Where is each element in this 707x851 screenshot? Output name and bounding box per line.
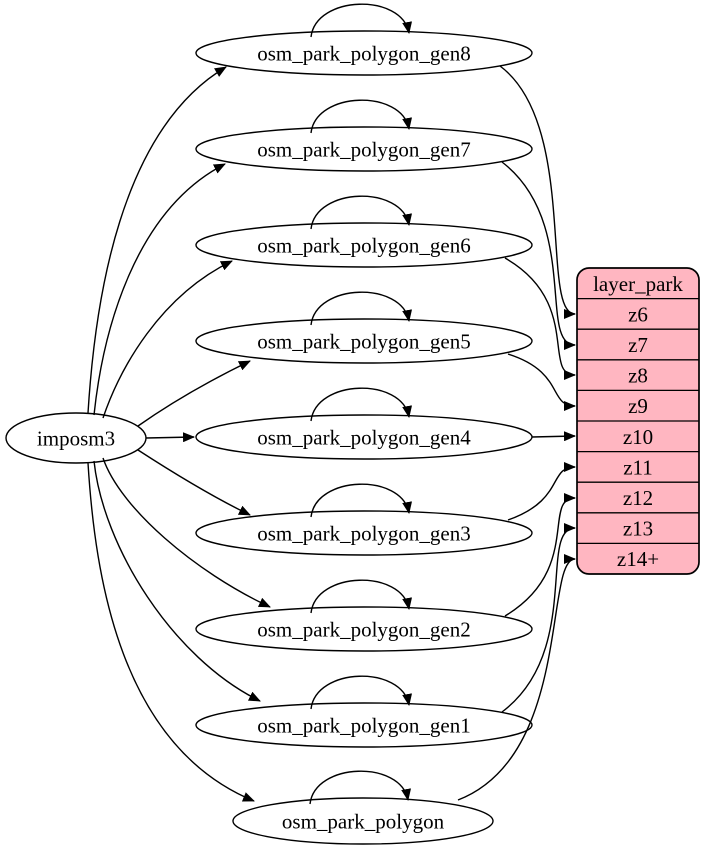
edge-osm_park_polygon_gen4-to-row-z10 xyxy=(531,431,576,442)
record-layer: layer_park z6 z7 z8 z9 z10 z11 z12 z13 z14+ xyxy=(576,267,700,575)
edge-imposm3-to-osm_park_polygon_gen6 xyxy=(102,260,233,419)
self-loop-osm_park_polygon_gen8 xyxy=(310,3,413,38)
node-osm_park_polygon_gen5: osm_park_polygon_gen5 xyxy=(195,318,533,364)
node-osm_park_polygon_gen4: osm_park_polygon_gen4 xyxy=(195,414,533,460)
self-loop-osm_park_polygon_gen2 xyxy=(310,579,413,614)
node-osm_park_polygon_gen3: osm_park_polygon_gen3 xyxy=(195,510,533,556)
node-label-osm_park_polygon_gen7: osm_park_polygon_gen7 xyxy=(257,138,470,162)
nodes-layer: osm_park_polygon_gen8 osm_park_polygon_ge… xyxy=(5,30,533,845)
self-loop-osm_park_polygon_gen1 xyxy=(310,675,413,710)
self-loop-osm_park_polygon_gen4 xyxy=(310,387,413,422)
node-label-osm_park_polygon_gen6: osm_park_polygon_gen6 xyxy=(257,234,470,258)
record-row-label-z12: z12 xyxy=(623,486,653,510)
node-label-osm_park_polygon: osm_park_polygon xyxy=(282,810,445,834)
node-osm_park_polygon_gen7: osm_park_polygon_gen7 xyxy=(195,126,533,172)
self-loop-osm_park_polygon_gen3 xyxy=(310,483,413,518)
edge-imposm3-to-osm_park_polygon_gen3 xyxy=(137,449,251,516)
record-title: layer_park xyxy=(593,272,683,296)
node-ellipse-osm_park_polygon_gen8 xyxy=(195,30,533,76)
node-ellipse-osm_park_polygon_gen1 xyxy=(195,702,533,748)
node-osm_park_polygon_gen8: osm_park_polygon_gen8 xyxy=(195,30,533,76)
edge-imposm3-to-osm_park_polygon_gen4 xyxy=(145,432,195,443)
record-row-label-z14+: z14+ xyxy=(617,547,659,571)
node-osm_park_polygon_gen2: osm_park_polygon_gen2 xyxy=(195,606,533,652)
edge-osm_park_polygon_gen7-to-row-z7 xyxy=(501,161,576,350)
edge-imposm3-to-osm_park_polygon_gen7 xyxy=(93,163,226,416)
node-label-osm_park_polygon_gen4: osm_park_polygon_gen4 xyxy=(257,426,471,450)
record-row-label-z6: z6 xyxy=(628,302,648,326)
node-osm_park_polygon_gen6: osm_park_polygon_gen6 xyxy=(195,222,533,268)
node-label-osm_park_polygon_gen3: osm_park_polygon_gen3 xyxy=(257,522,470,546)
node-label-imposm3: imposm3 xyxy=(37,427,115,451)
node-osm_park_polygon_gen1: osm_park_polygon_gen1 xyxy=(195,702,533,748)
edge-osm_park_polygon_gen1-to-row-z13 xyxy=(501,523,576,713)
edge-imposm3-to-osm_park_polygon xyxy=(87,462,255,802)
record-row-label-z10: z10 xyxy=(623,425,653,449)
edge-imposm3-to-osm_park_polygon_gen2 xyxy=(102,457,271,608)
edges-layer xyxy=(87,3,576,805)
self-loop-osm_park_polygon xyxy=(309,770,412,805)
edge-osm_park_polygon_gen8-to-row-z6 xyxy=(499,65,576,319)
self-loop-osm_park_polygon_gen7 xyxy=(310,99,413,134)
record-row-label-z11: z11 xyxy=(623,455,653,479)
self-loop-osm_park_polygon_gen6 xyxy=(310,195,413,230)
node-label-osm_park_polygon_gen1: osm_park_polygon_gen1 xyxy=(257,714,470,738)
edge-osm_park_polygon_gen5-to-row-z9 xyxy=(507,353,576,411)
record-row-label-z7: z7 xyxy=(628,333,648,357)
record-row-label-z9: z9 xyxy=(628,394,648,418)
node-ellipse-osm_park_polygon_gen2 xyxy=(195,606,533,652)
node-ellipse-osm_park_polygon_gen3 xyxy=(195,510,533,556)
edge-osm_park_polygon_gen6-to-row-z8 xyxy=(504,257,576,380)
node-label-osm_park_polygon_gen5: osm_park_polygon_gen5 xyxy=(257,330,470,354)
self-loop-osm_park_polygon_gen5 xyxy=(310,291,413,326)
record-row-label-z13: z13 xyxy=(623,517,653,541)
record-row-label-z8: z8 xyxy=(628,364,648,388)
edge-osm_park_polygon_gen3-to-row-z11 xyxy=(507,462,576,521)
node-ellipse-osm_park_polygon xyxy=(232,797,494,845)
node-label-osm_park_polygon_gen2: osm_park_polygon_gen2 xyxy=(257,618,470,642)
edge-osm_park_polygon-to-row-z14+ xyxy=(457,554,576,801)
node-ellipse-osm_park_polygon_gen6 xyxy=(195,222,533,268)
edge-osm_park_polygon_gen2-to-row-z12 xyxy=(504,493,576,617)
node-osm_park_polygon: osm_park_polygon xyxy=(232,797,494,845)
edge-imposm3-to-osm_park_polygon_gen5 xyxy=(137,360,251,427)
edge-imposm3-to-osm_park_polygon_gen1 xyxy=(93,460,261,702)
node-ellipse-osm_park_polygon_gen5 xyxy=(195,318,533,364)
node-imposm3: imposm3 xyxy=(5,412,147,464)
node-label-osm_park_polygon_gen8: osm_park_polygon_gen8 xyxy=(257,42,470,66)
node-ellipse-osm_park_polygon_gen7 xyxy=(195,126,533,172)
edge-imposm3-to-osm_park_polygon_gen8 xyxy=(87,66,227,414)
